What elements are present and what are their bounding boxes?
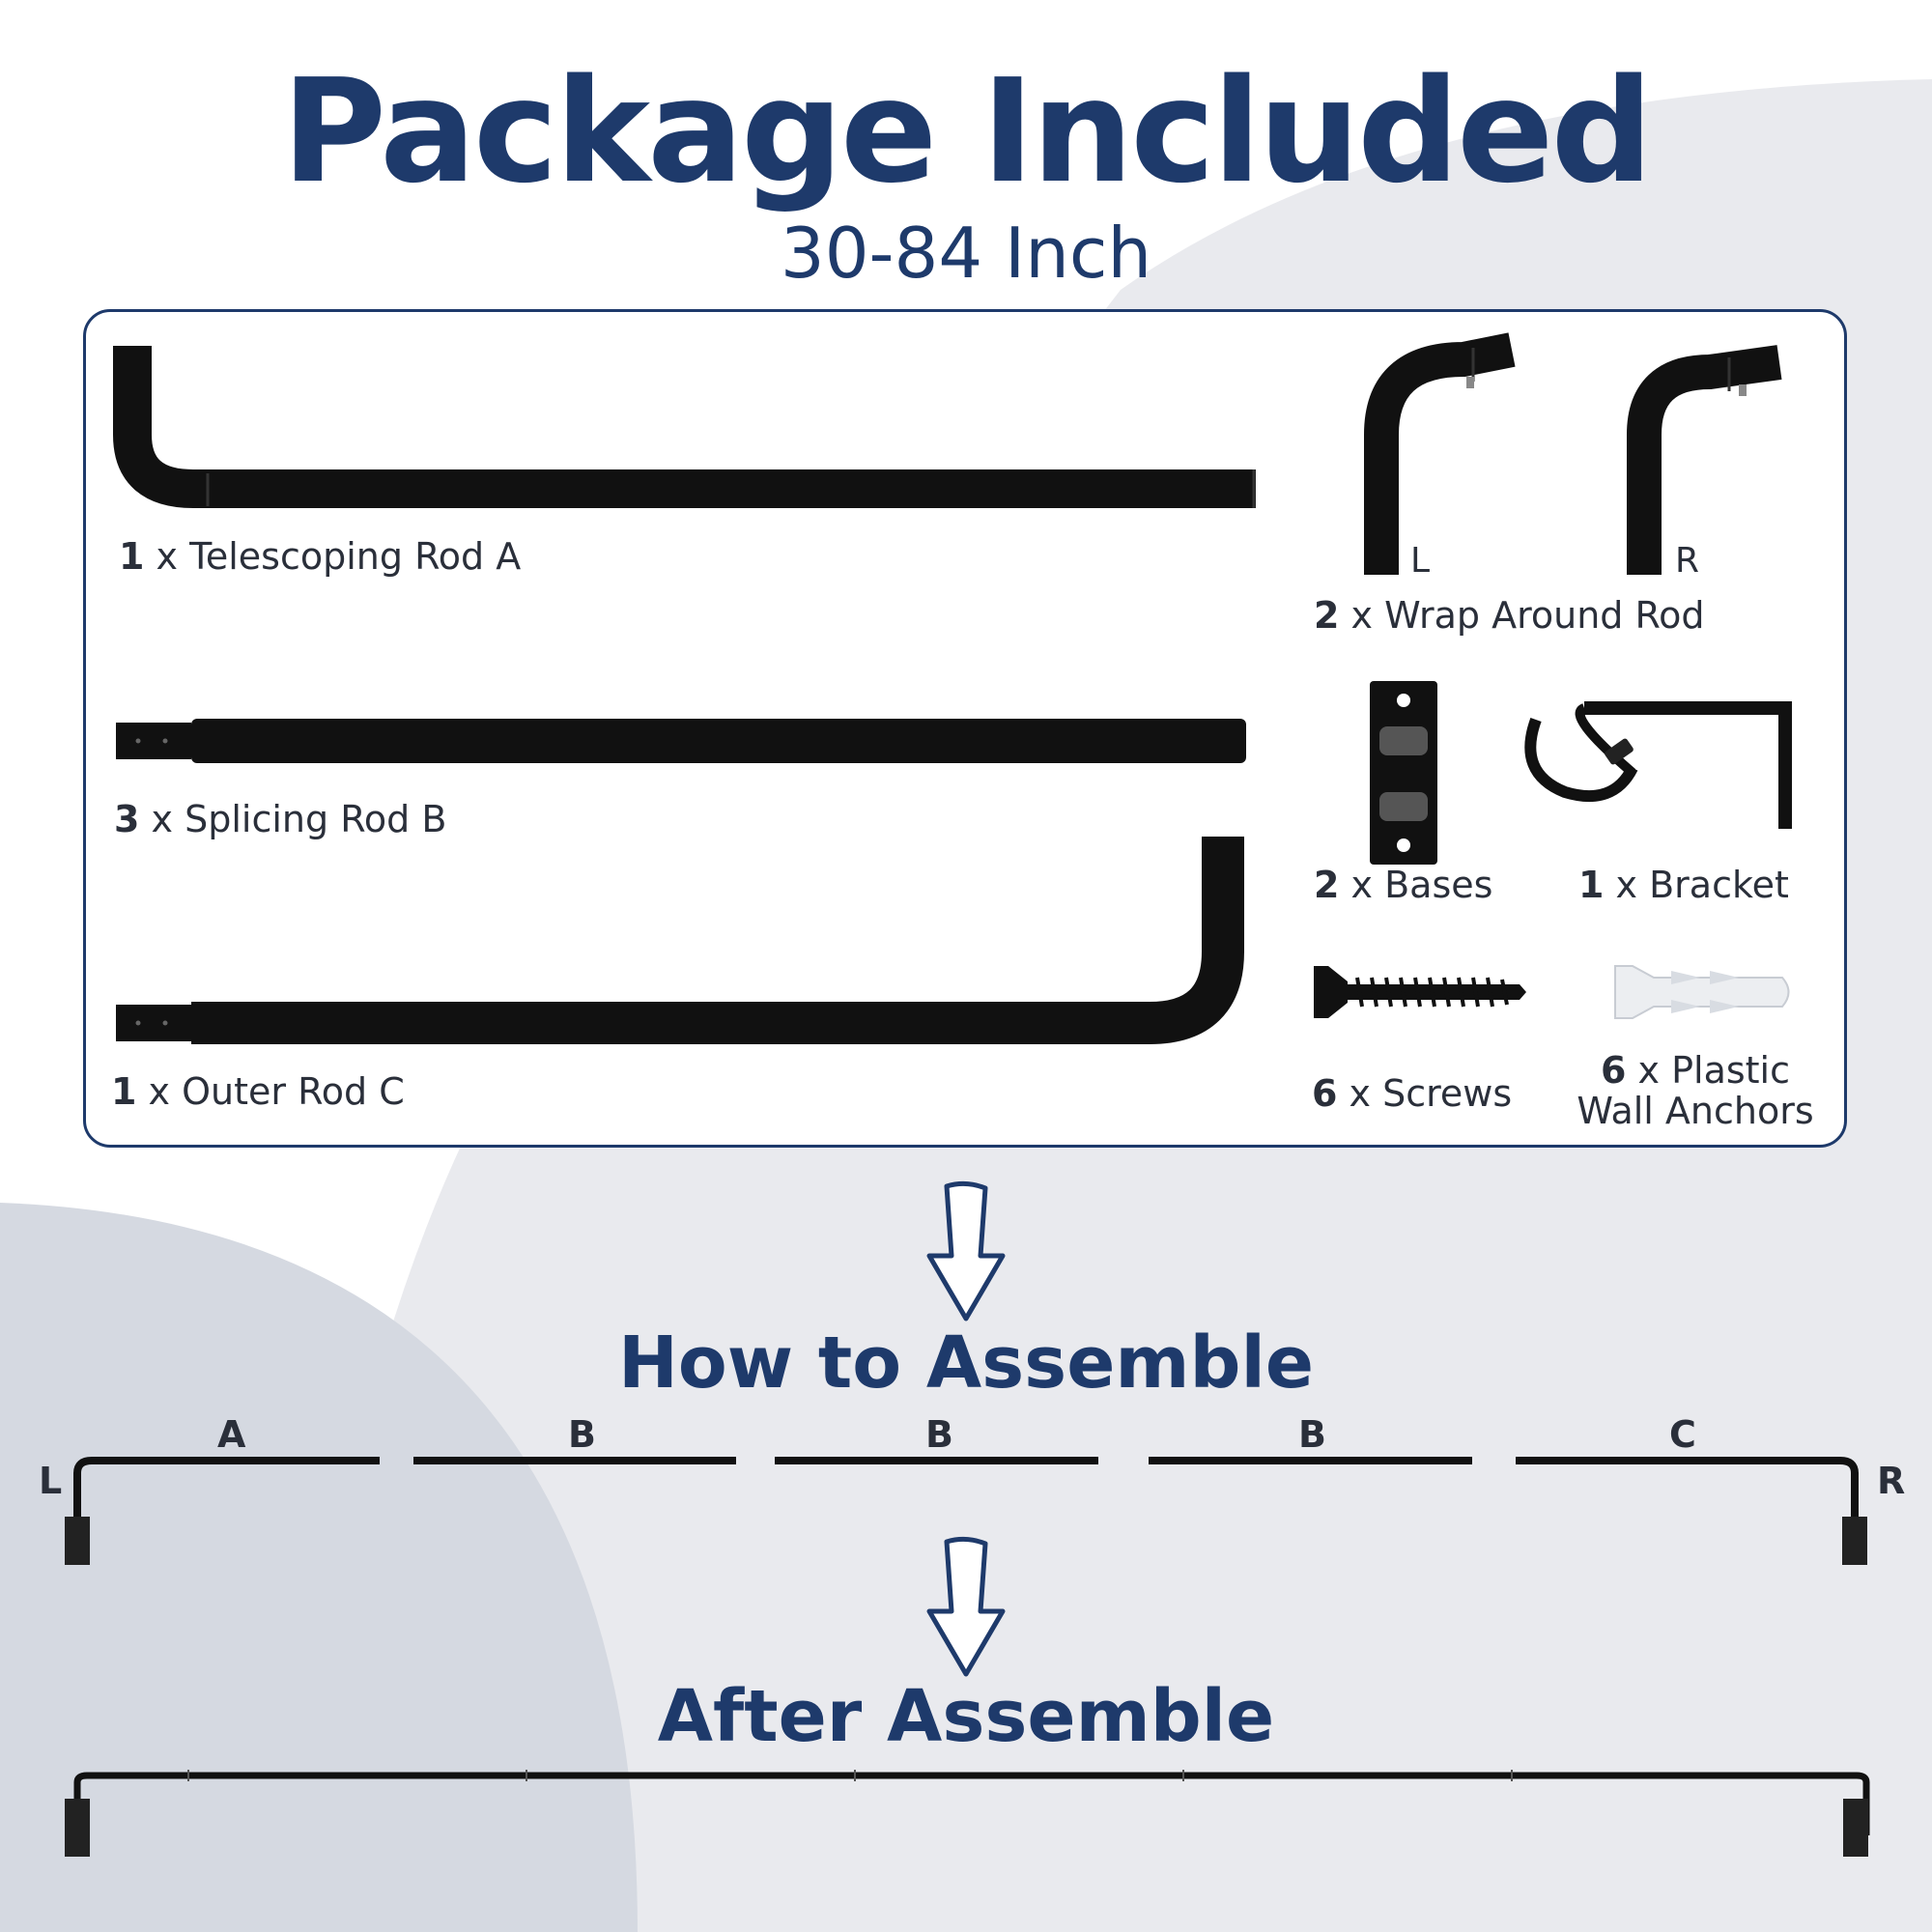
how-to-assemble-title: How to Assemble bbox=[617, 1321, 1315, 1405]
segment-label-b3: B bbox=[1298, 1413, 1326, 1456]
part-name: x Outer Rod C bbox=[148, 1070, 405, 1113]
part-label-plastic-wall-anchors: 6 x Plastic Wall Anchors bbox=[1557, 1049, 1833, 1132]
down-arrow-icon-2 bbox=[926, 1536, 1006, 1677]
part-label-bases: 2 x Bases bbox=[1314, 864, 1493, 906]
part-qty: 2 bbox=[1314, 594, 1340, 637]
segment-label-c: C bbox=[1669, 1413, 1696, 1456]
end-label-right: R bbox=[1877, 1460, 1906, 1502]
part-qty: 1 bbox=[119, 535, 145, 578]
part-name: x Telescoping Rod A bbox=[156, 535, 522, 578]
base-plate-image bbox=[1370, 681, 1437, 865]
down-arrow-icon-1 bbox=[926, 1180, 1006, 1321]
after-assemble-title: After Assemble bbox=[657, 1675, 1275, 1758]
assembly-diagram bbox=[65, 1457, 1867, 1565]
wrap-rod-side-label-left: L bbox=[1410, 541, 1431, 581]
wrap-around-rod-right-image bbox=[1627, 345, 1782, 575]
part-name: x Bases bbox=[1350, 864, 1493, 906]
part-name: x Bracket bbox=[1615, 864, 1789, 906]
part-name: x Splicing Rod B bbox=[151, 798, 447, 840]
segment-label-b2: B bbox=[925, 1413, 953, 1456]
page-subtitle: 30-84 Inch bbox=[780, 213, 1152, 294]
page-title: Package Included bbox=[281, 48, 1654, 214]
outer-rod-c-image bbox=[116, 837, 1244, 1044]
part-qty: 1 bbox=[1578, 864, 1605, 906]
part-qty: 3 bbox=[114, 798, 140, 840]
wall-anchor-image bbox=[1614, 965, 1790, 1019]
wrap-rod-side-label-right: R bbox=[1675, 541, 1700, 581]
end-label-left: L bbox=[39, 1460, 63, 1502]
part-label-splicing-rod-b: 3 x Splicing Rod B bbox=[114, 798, 447, 840]
screw-image bbox=[1314, 966, 1526, 1018]
background-circle-dark bbox=[0, 1203, 638, 1932]
segment-label-b1: B bbox=[568, 1413, 596, 1456]
part-name-line2: Wall Anchors bbox=[1577, 1089, 1814, 1132]
part-qty: 1 bbox=[111, 1070, 137, 1113]
part-label-telescoping-rod-a: 1 x Telescoping Rod A bbox=[119, 535, 522, 578]
splicing-rod-b-image bbox=[116, 719, 1246, 763]
part-qty: 6 bbox=[1600, 1049, 1627, 1092]
telescoping-rod-a-image bbox=[113, 346, 1256, 508]
part-qty: 6 bbox=[1312, 1072, 1338, 1115]
segment-label-a: A bbox=[217, 1413, 246, 1456]
part-label-wrap-around-rod: 2 x Wrap Around Rod bbox=[1314, 594, 1705, 637]
part-name: x Wrap Around Rod bbox=[1350, 594, 1705, 637]
part-label-bracket: 1 x Bracket bbox=[1578, 864, 1789, 906]
part-qty: 2 bbox=[1314, 864, 1340, 906]
part-name: x Screws bbox=[1349, 1072, 1513, 1115]
part-label-screws: 6 x Screws bbox=[1312, 1072, 1513, 1115]
bracket-image bbox=[1524, 701, 1792, 829]
part-name: x Plastic bbox=[1637, 1049, 1791, 1092]
wrap-around-rod-left-image bbox=[1364, 332, 1516, 575]
part-label-outer-rod-c: 1 x Outer Rod C bbox=[111, 1070, 405, 1113]
assembled-rod bbox=[65, 1770, 1870, 1857]
